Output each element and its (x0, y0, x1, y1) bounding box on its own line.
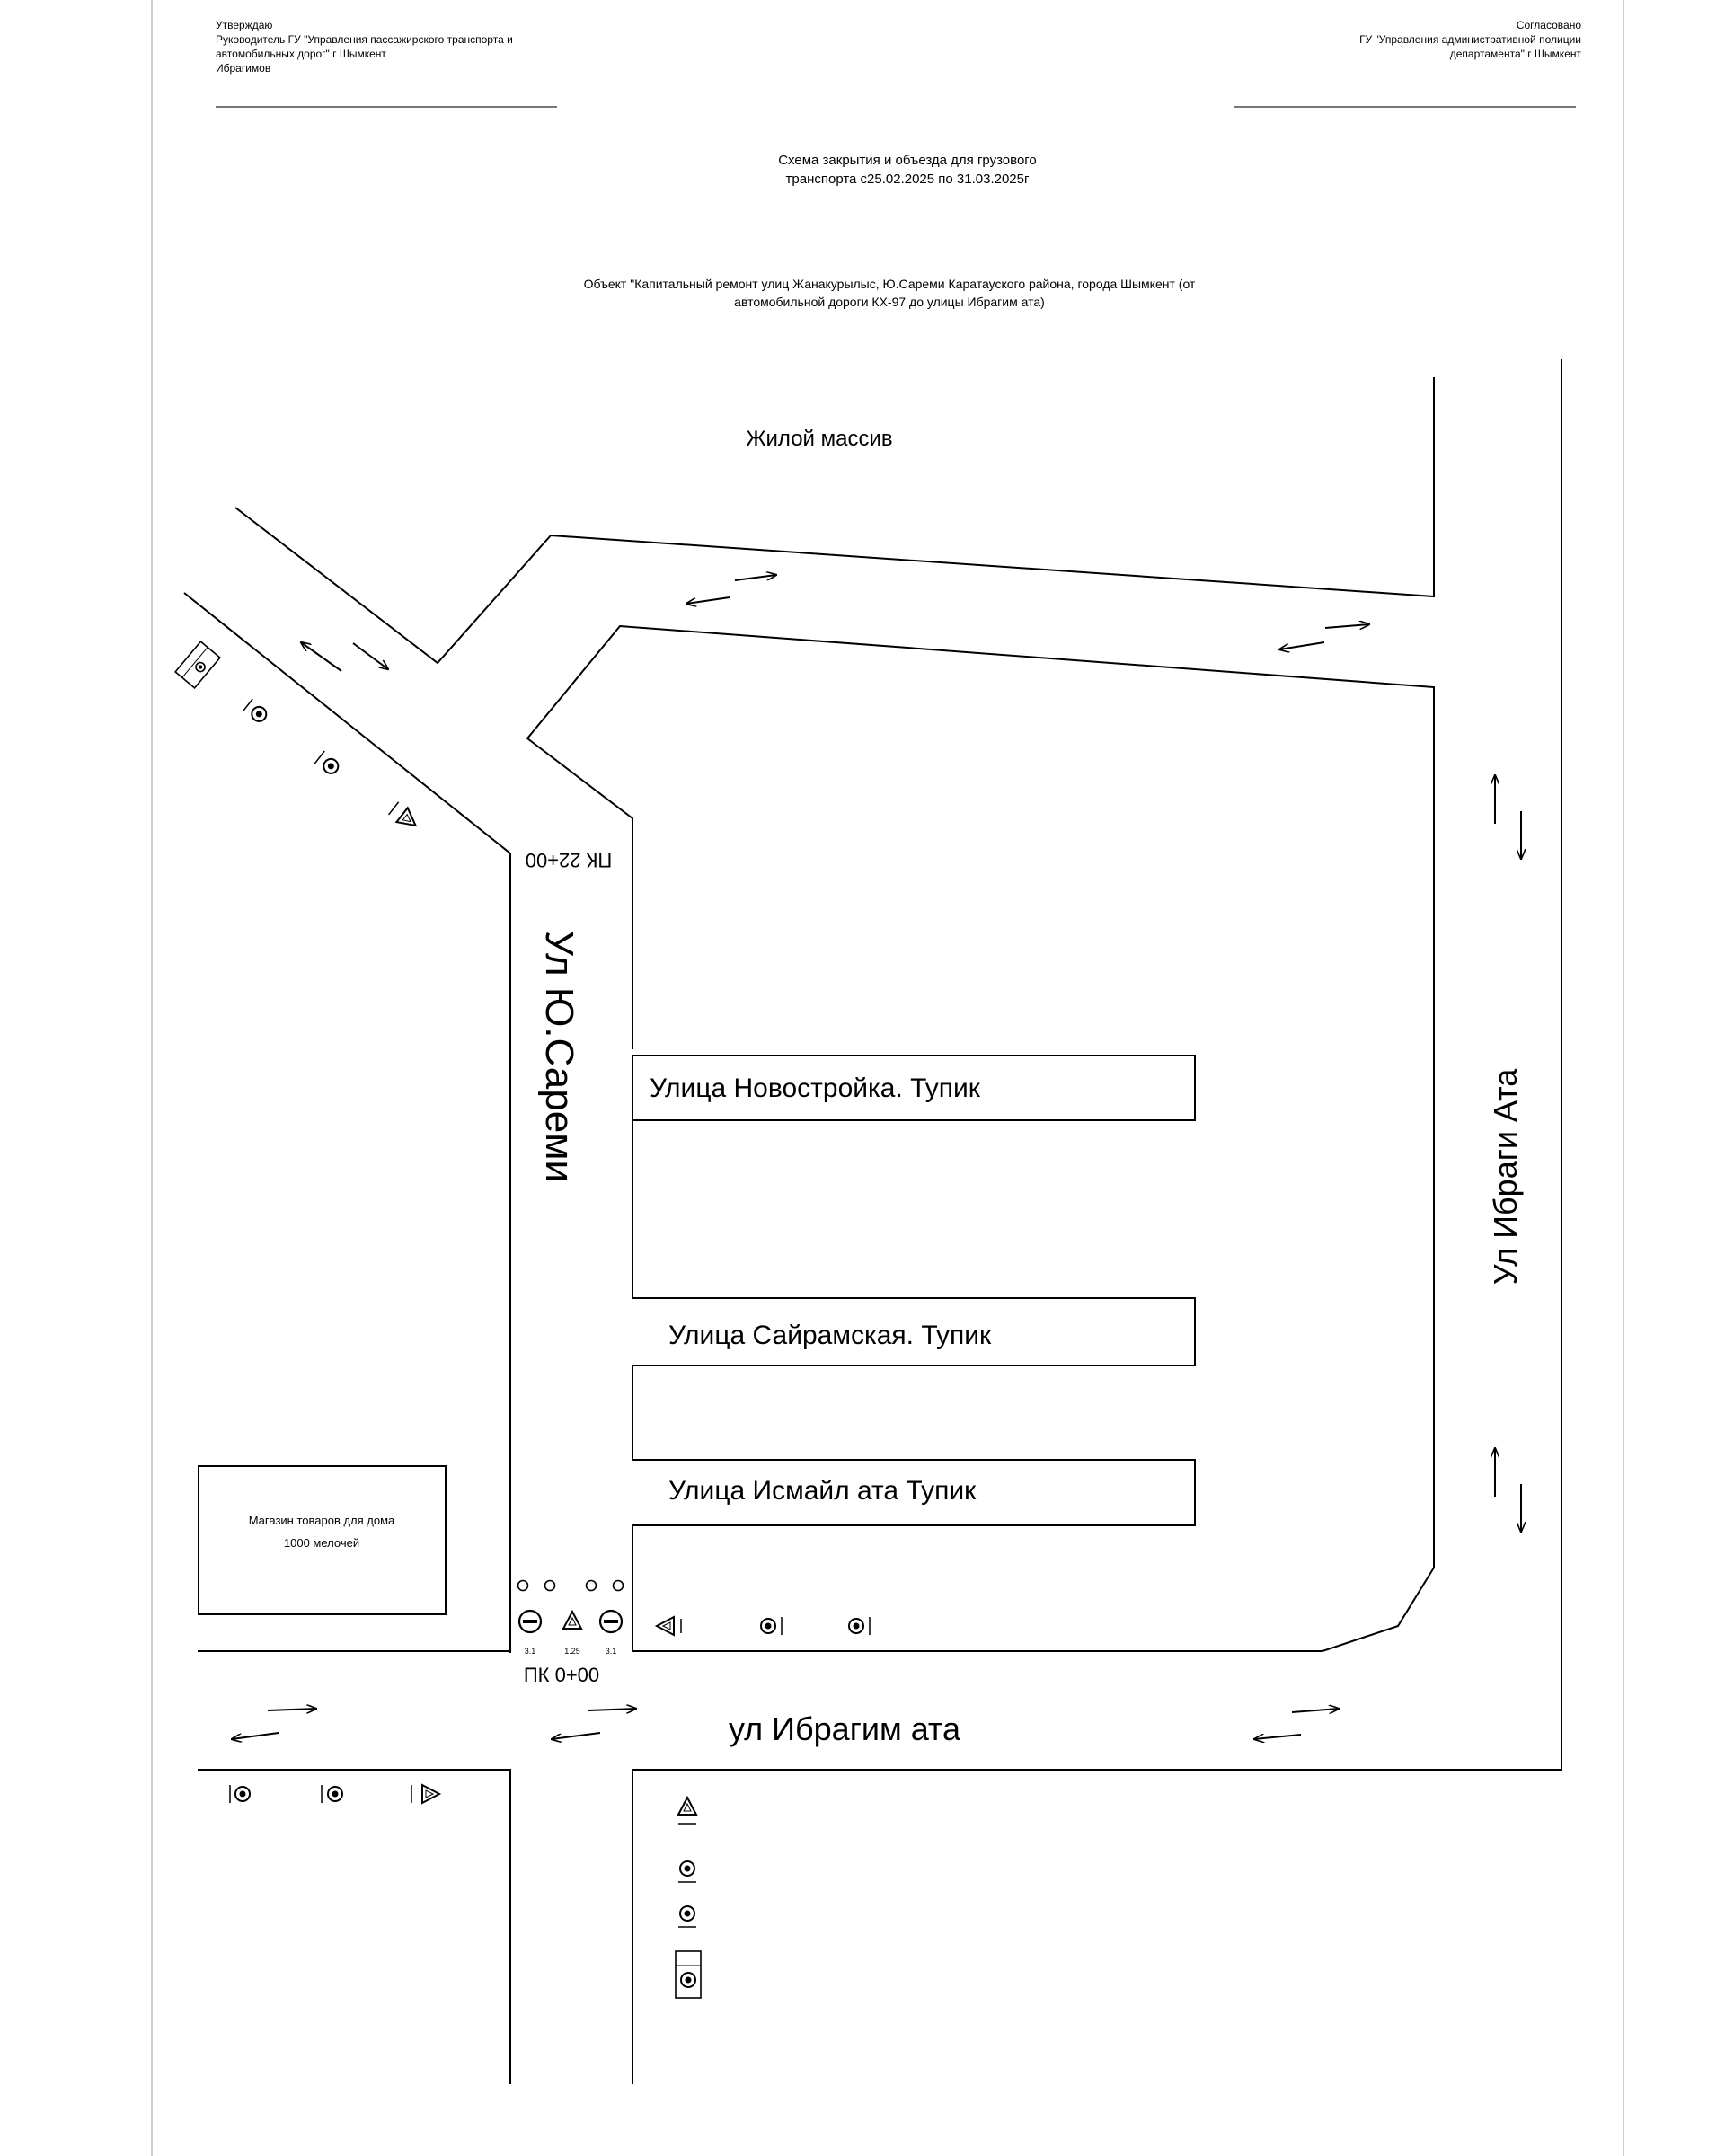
arrow-icon (552, 1732, 601, 1739)
sign-post-icon (314, 750, 325, 764)
road-edges (183, 359, 1562, 2084)
sign-post-icon (242, 698, 253, 712)
detour-sign-icon (327, 1786, 343, 1802)
road-edge-east-south (632, 359, 1562, 2084)
street-label-saremi: Ул Ю.Сареми (537, 931, 581, 1182)
arrow-icon (1279, 641, 1325, 649)
detour-sign-icon (234, 1786, 251, 1802)
arrow-icon (1254, 1735, 1302, 1739)
sign-post-icon (387, 801, 400, 816)
sign-board-icon (174, 641, 221, 689)
pk-start-label: ПК 0+00 (524, 1664, 599, 1686)
approval-signature-line (216, 106, 557, 108)
detour-sign-icon (320, 755, 342, 778)
post-icon (612, 1579, 624, 1592)
traffic-arrows (232, 575, 1521, 1739)
road-edge-inner-loop (526, 624, 1435, 1652)
agreement-block: Согласовано ГУ "Управления административ… (1222, 18, 1581, 61)
approval-line: Ибрагимов (216, 62, 271, 75)
object-description: Объект "Капитальный ремонт улиц Жанакуры… (395, 275, 1384, 311)
pk-end-label: ПК 22+00 (526, 849, 613, 871)
agreement-line: ГУ "Управления административной полиции (1359, 33, 1581, 46)
arrow-icon (1324, 624, 1369, 628)
street-label-ibragi-ata: Ул Ибраги Ата (1487, 1068, 1524, 1286)
arrow-icon (588, 1709, 636, 1710)
approval-block: Утверждаю Руководитель ГУ "Управления па… (216, 18, 683, 75)
residential-area-label: Жилой массив (746, 427, 892, 451)
approval-line: Утверждаю (216, 19, 273, 31)
post-icon (517, 1579, 529, 1592)
detour-sign-icon (679, 1905, 695, 1922)
object-description-line: автомобильной дороги КХ-97 до улицы Ибра… (734, 295, 1045, 309)
sign-plate-label: 3.1 (525, 1647, 536, 1656)
arrow-icon (686, 596, 730, 604)
no-entry-sign-icon (518, 1609, 543, 1634)
no-entry-sign-icon (598, 1609, 624, 1634)
arrow-icon (352, 642, 388, 669)
approval-line: Руководитель ГУ "Управления пассажирског… (216, 33, 513, 46)
arrow-icon (1291, 1709, 1339, 1712)
arrow-icon (734, 575, 776, 581)
road-edge-north-outer (234, 377, 1435, 665)
road-signs: 3.1 1.25 3.1 (174, 641, 871, 1999)
dead-end-street-1 (632, 1055, 1196, 1298)
scheme-title-line: Схема закрытия и объезда для грузового (778, 153, 1037, 168)
approval-line: автомобильных дорог" г Шымкент (216, 48, 386, 60)
shop-box (198, 1465, 447, 1615)
dead-end-label: Улица Сайрамская. Тупик (668, 1321, 992, 1350)
road-edge-ibragim-south-west (198, 1769, 511, 2084)
agreement-line: Согласовано (1516, 19, 1581, 31)
agreement-signature-line (1234, 106, 1576, 108)
road-works-sign-icon (677, 1797, 697, 1816)
scheme-title-line: транспорта с25.02.2025 по 31.03.2025г (785, 172, 1030, 187)
shop-label: Магазин товаров для дома (249, 1514, 395, 1527)
post-icon (585, 1579, 597, 1592)
sign-board-icon (675, 1950, 702, 1999)
road-edge-saremi-west (183, 592, 511, 1653)
dead-end-label: Улица Новостройка. Тупик (650, 1074, 981, 1103)
road-works-sign-icon (421, 1784, 440, 1804)
sign-plate-label: 1.25 (564, 1647, 580, 1656)
detour-sign-icon (248, 702, 270, 726)
arrow-icon (301, 642, 342, 672)
dead-end-street-3 (632, 1459, 1196, 1526)
road-works-sign-icon (395, 807, 422, 834)
road-works-sign-icon (562, 1611, 582, 1630)
detour-sign-icon (760, 1618, 776, 1634)
object-description-line: Объект "Капитальный ремонт улиц Жанакуры… (583, 277, 1196, 291)
sign-plate-label: 3.1 (606, 1647, 617, 1656)
dead-end-street-2 (632, 1297, 1196, 1460)
dead-end-label: Улица Исмайл ата Тупик (668, 1476, 977, 1506)
detour-sign-icon (679, 1860, 695, 1877)
street-label-ibragim-ata: ул Ибрагим ата (729, 1710, 961, 1747)
detour-sign-icon (680, 1972, 696, 1988)
post-icon (544, 1579, 556, 1592)
arrow-icon (267, 1709, 316, 1710)
road-works-sign-icon (656, 1616, 675, 1636)
shop-label: 1000 мелочей (284, 1536, 359, 1550)
arrow-icon (232, 1732, 279, 1739)
detour-sign-icon (848, 1618, 864, 1634)
drawing-sheet (151, 0, 1624, 2156)
agreement-line: департамента" г Шымкент (1449, 48, 1581, 60)
scheme-title: Схема закрытия и объезда для грузового т… (629, 151, 1186, 189)
